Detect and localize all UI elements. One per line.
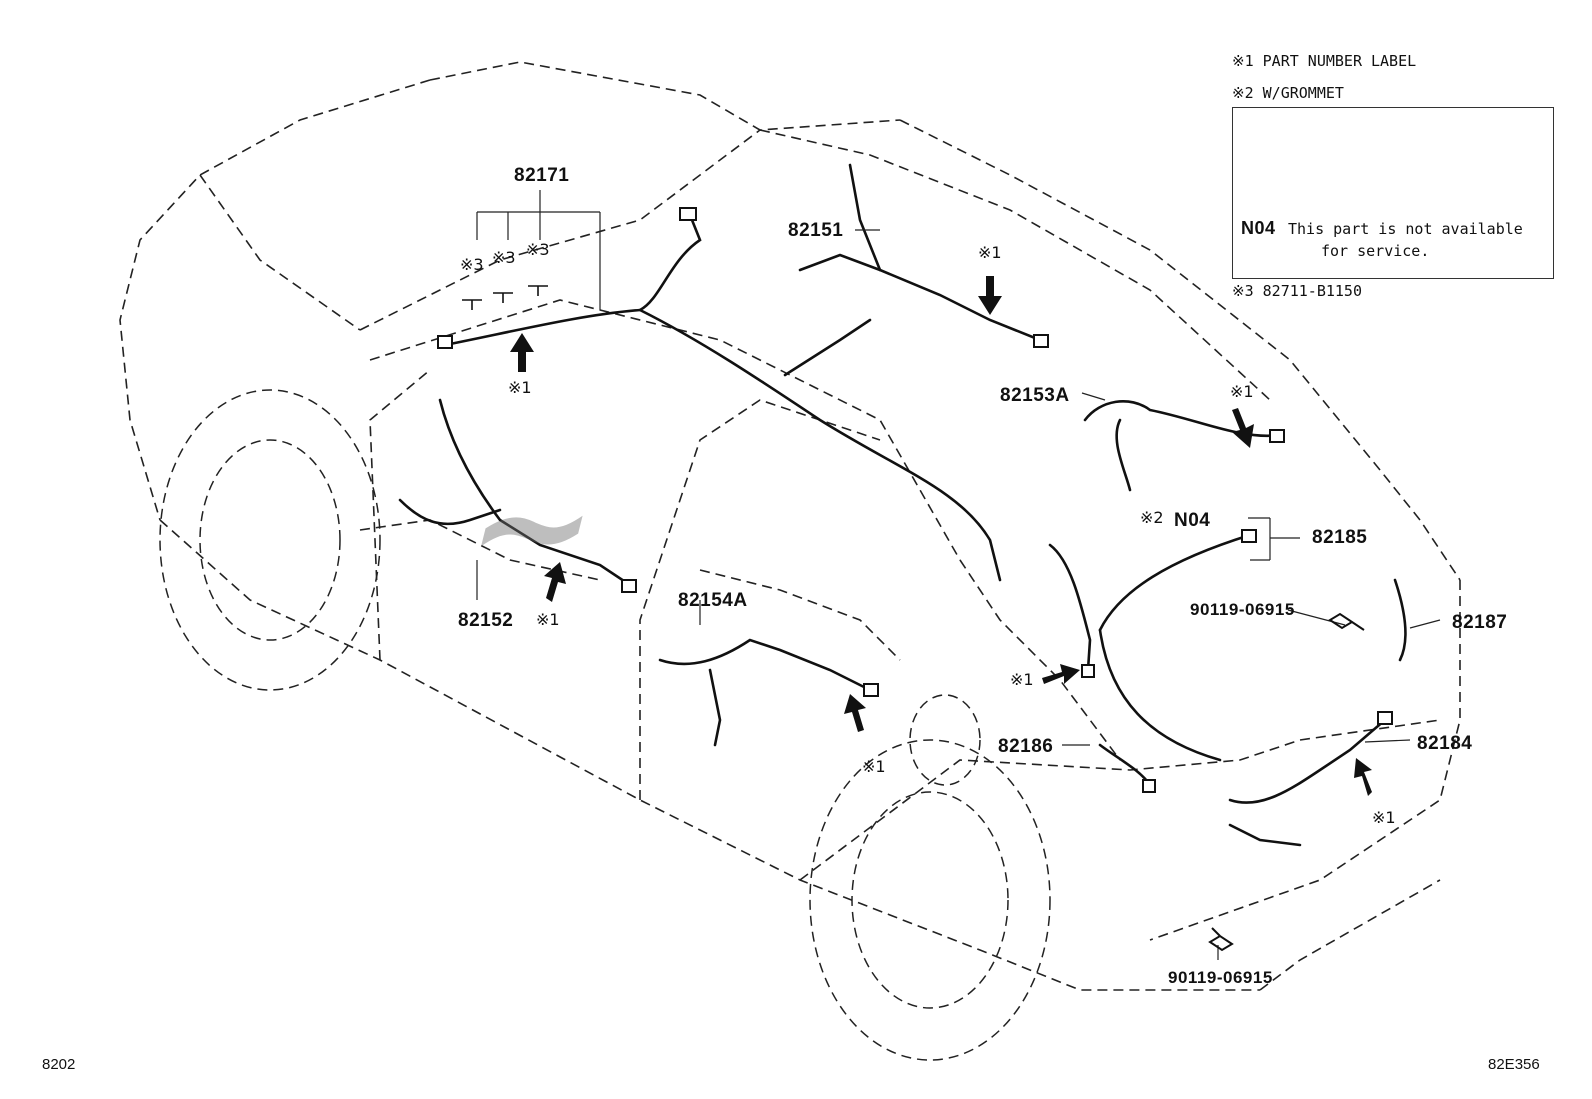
clip-icon <box>462 299 482 310</box>
part-label-82185: 82185 <box>1312 527 1368 548</box>
clips <box>462 285 548 310</box>
connector-icon <box>1081 664 1095 678</box>
wire-harnesses <box>398 163 1407 847</box>
legend-note-3: ※3 82711-B1150 <box>1232 282 1362 300</box>
arrow-icon <box>1354 758 1372 796</box>
note-mark-1-82184: ※1 <box>1372 808 1396 827</box>
arrows <box>510 276 1372 796</box>
arrow-icon <box>544 562 566 602</box>
legend-box-part: N04 <box>1241 218 1276 238</box>
part-label-82184: 82184 <box>1417 733 1473 754</box>
note-mark-1-82152: ※1 <box>536 610 560 629</box>
bolt-icon <box>1208 927 1234 952</box>
part-label-82186: 82186 <box>998 736 1054 757</box>
legend-box-text-2: for service. <box>1321 242 1430 260</box>
note-mark-1-82185: ※1 <box>1010 670 1034 689</box>
arrow-icon <box>510 333 534 372</box>
bolt-icon <box>1328 612 1365 631</box>
legend-box-text-1: This part is not available <box>1288 220 1523 238</box>
part-label-82154a: 82154A <box>678 590 748 611</box>
connector-icon <box>437 335 453 349</box>
part-label-82153a: 82153A <box>1000 385 1070 406</box>
connector-icon <box>621 579 637 593</box>
part-label-82171: 82171 <box>514 165 570 186</box>
clip-icon <box>493 292 513 303</box>
connectors <box>437 207 1393 793</box>
legend-note-2: ※2 W/GROMMET <box>1232 84 1344 102</box>
wheels <box>159 389 1051 1061</box>
connector-icon <box>1033 334 1049 348</box>
connector-icon <box>1241 529 1257 543</box>
arrow-icon <box>1042 664 1080 684</box>
connector-icon <box>1269 429 1285 443</box>
figure-code-right: 82E356 <box>1488 1056 1540 1073</box>
note-mark-3a: ※3 <box>460 255 484 274</box>
connector-icon <box>1377 711 1393 725</box>
part-label-82152: 82152 <box>458 610 514 631</box>
part-label-82187: 82187 <box>1452 612 1508 633</box>
part-label-82151: 82151 <box>788 220 844 241</box>
legend-box: N04 This part is not available for servi… <box>1232 107 1554 279</box>
connector-icon <box>1142 779 1156 793</box>
arrow-icon <box>844 694 866 732</box>
arrow-icon <box>978 276 1002 315</box>
figure-code-left: 8202 <box>42 1056 76 1073</box>
bolts <box>1208 612 1365 952</box>
part-label-bolt-lower: 90119-06915 <box>1168 968 1273 987</box>
note-mark-1-82153a: ※1 <box>1230 382 1254 401</box>
note-mark-2: ※2 <box>1140 508 1164 527</box>
note-mark-3c: ※3 <box>526 240 550 259</box>
note-mark-3b: ※3 <box>492 248 516 267</box>
connector-icon <box>679 207 697 221</box>
clip-icon <box>528 285 548 296</box>
connector-icon <box>863 683 879 697</box>
arrow-icon <box>1232 408 1254 448</box>
note-mark-1-82151: ※1 <box>978 243 1002 262</box>
legend-note-1: ※1 PART NUMBER LABEL <box>1232 52 1417 70</box>
part-label-n04: N04 <box>1174 510 1211 531</box>
note-mark-1-82171: ※1 <box>508 378 532 397</box>
note-mark-1-82154a: ※1 <box>862 757 886 776</box>
part-label-bolt-upper: 90119-06915 <box>1190 600 1295 619</box>
